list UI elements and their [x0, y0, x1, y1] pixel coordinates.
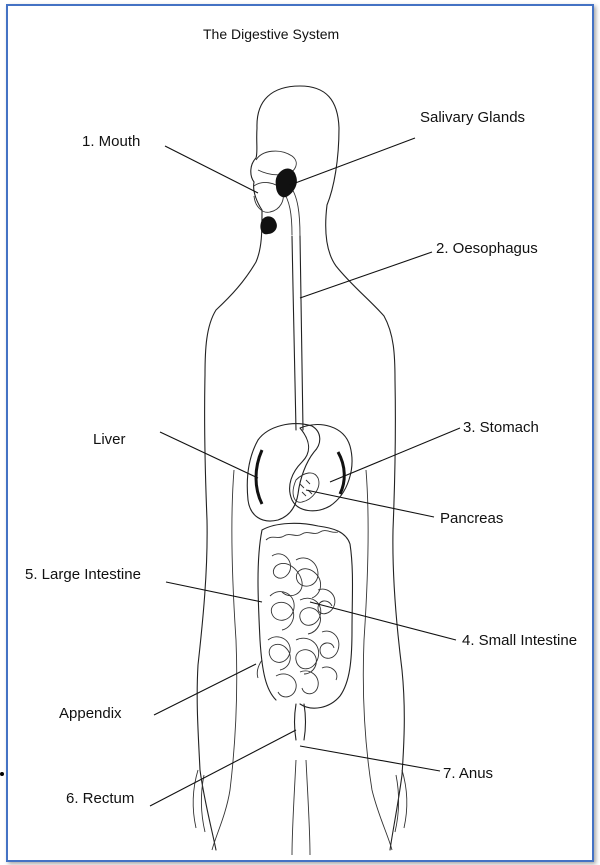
- label-anus: 7. Anus: [443, 765, 493, 782]
- appendix: [257, 660, 262, 678]
- leader-large-intestine: [166, 582, 262, 602]
- label-appendix: Appendix: [59, 705, 122, 722]
- stomach-edge: [338, 452, 344, 494]
- label-stomach: 3. Stomach: [463, 419, 539, 436]
- leader-rectum: [150, 730, 296, 806]
- left-hand: [193, 770, 205, 832]
- leader-mouth: [165, 146, 258, 193]
- leg-line: [292, 760, 310, 855]
- leader-small-intestine: [310, 602, 456, 640]
- leader-oesophagus: [300, 252, 432, 298]
- label-mouth: 1. Mouth: [82, 133, 140, 150]
- label-rectum: 6. Rectum: [66, 790, 134, 807]
- leader-liver: [160, 432, 258, 478]
- transverse-colon-bumps: [266, 531, 338, 540]
- leader-salivary-glands: [290, 138, 415, 185]
- label-large-intestine: 5. Large Intestine: [25, 566, 141, 583]
- label-salivary-glands: Salivary Glands: [420, 109, 525, 126]
- diagram-title: The Digestive System: [203, 26, 339, 42]
- leader-appendix: [154, 664, 256, 715]
- large-intestine: [258, 523, 353, 708]
- rectum: [295, 704, 306, 740]
- leader-pancreas: [306, 490, 434, 517]
- salivary-gland-lower: [260, 216, 277, 234]
- leader-anus: [300, 746, 440, 771]
- label-small-intestine: 4. Small Intestine: [462, 632, 577, 649]
- liver: [247, 424, 319, 521]
- left-arm-inner: [212, 470, 237, 850]
- right-arm-inner: [363, 470, 392, 850]
- oesophagus: [292, 236, 303, 430]
- small-intestine: [268, 554, 339, 697]
- label-liver: Liver: [93, 431, 126, 448]
- label-pancreas: Pancreas: [440, 510, 503, 527]
- label-oesophagus: 2. Oesophagus: [436, 240, 538, 257]
